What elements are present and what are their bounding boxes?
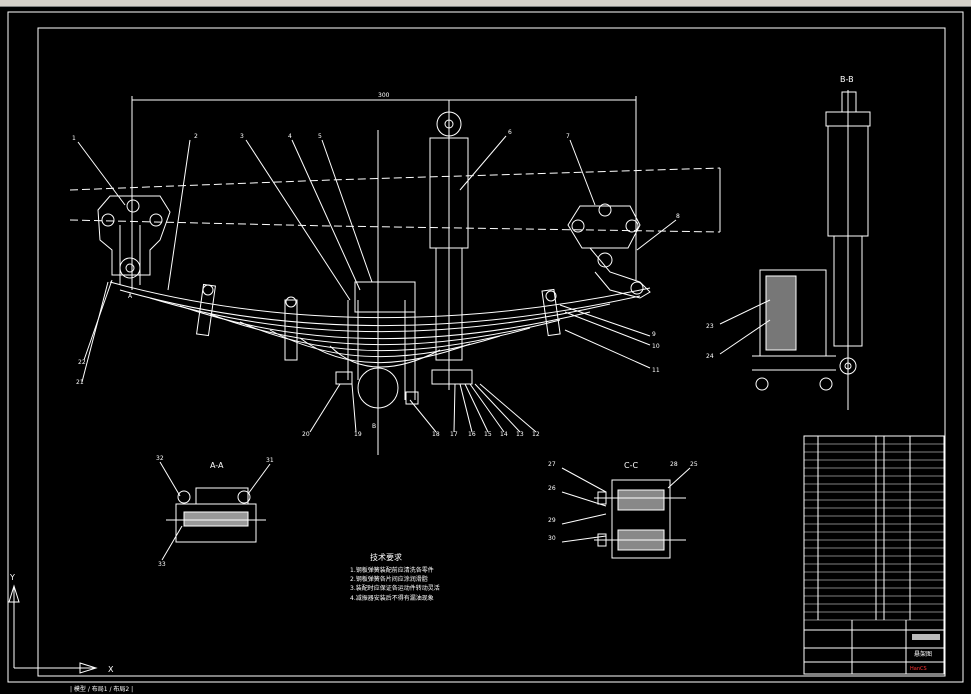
callout-17: 17 xyxy=(450,431,458,438)
callout-10: 10 xyxy=(652,343,660,350)
callout-19: 19 xyxy=(354,431,362,438)
callout-29: 29 xyxy=(548,517,556,524)
callout-16: 16 xyxy=(468,431,476,438)
tech-req-line-2: 2.钢板弹簧各片间应涂润滑脂 xyxy=(350,575,428,583)
callout-14: 14 xyxy=(500,431,508,438)
vehicle-frame-rail xyxy=(69,167,721,233)
callout-1: 1 xyxy=(72,135,76,142)
callout-3: 3 xyxy=(240,133,244,140)
spring-clips xyxy=(196,283,561,361)
callout-23: 23 xyxy=(706,323,714,330)
callout-32: 32 xyxy=(156,455,164,462)
leaf-spring-stack xyxy=(109,281,651,368)
toolbar-strip xyxy=(0,0,971,7)
parts-list-table xyxy=(803,435,945,675)
callout-12: 12 xyxy=(532,431,540,438)
overall-dimension: 300 xyxy=(131,92,637,290)
sheet-outer-frame xyxy=(7,11,964,683)
callout-24: 24 xyxy=(706,353,714,360)
title-block-company: HanCS xyxy=(910,666,927,672)
tech-req-line-3: 3.装配时应保证各运动件转动灵活 xyxy=(350,584,440,592)
svg-text:Y: Y xyxy=(9,573,15,582)
shock-absorber xyxy=(429,100,473,390)
callout-26: 26 xyxy=(548,485,556,492)
tech-req-line-4: 4.减振器安装后不得有漏油现象 xyxy=(350,594,434,602)
callout-6: 6 xyxy=(508,129,512,136)
svg-text:B-B: B-B xyxy=(840,75,854,84)
callout-7: 7 xyxy=(566,133,570,140)
tech-req-line-1: 1.钢板弹簧装配前应清洗各零件 xyxy=(350,566,434,574)
front-hanger-bracket xyxy=(97,195,171,285)
callout-2: 2 xyxy=(194,133,198,140)
callout-21: 21 xyxy=(76,379,84,386)
section-b-b-view: B-B xyxy=(719,75,871,410)
callout-28: 28 xyxy=(670,461,678,468)
view-marker-a: A xyxy=(128,293,133,300)
callout-22: 22 xyxy=(78,359,86,366)
tech-req-title: 技术要求 xyxy=(370,552,402,562)
callout-25: 25 xyxy=(690,461,698,468)
callout-30: 30 xyxy=(548,535,556,542)
callout-11: 11 xyxy=(652,367,660,374)
callout-numbers: 1 2 3 4 5 6 7 8 9 10 11 12 13 14 15 16 1… xyxy=(72,129,714,568)
svg-text:A-A: A-A xyxy=(210,461,224,470)
section-a-a-view: A-A xyxy=(159,461,271,561)
rear-hanger-bracket xyxy=(567,203,651,299)
sheet-inner-frame xyxy=(37,27,946,677)
callout-15: 15 xyxy=(484,431,492,438)
callout-33: 33 xyxy=(158,561,166,568)
callout-5: 5 xyxy=(318,133,322,140)
callout-31: 31 xyxy=(266,457,274,464)
callout-8: 8 xyxy=(676,213,680,220)
svg-text:X: X xyxy=(108,665,114,674)
ucs-icon: X Y xyxy=(8,573,114,674)
dimension-text: 300 xyxy=(378,92,390,99)
layout-tabs-text: | 模型 / 布局1 / 布局2 | xyxy=(70,686,134,693)
view-marker-b: B xyxy=(372,423,376,430)
section-c-c-view: C-C xyxy=(561,461,691,559)
svg-text:C-C: C-C xyxy=(624,461,638,470)
callout-9: 9 xyxy=(652,331,656,338)
callout-18: 18 xyxy=(432,431,440,438)
callout-20: 20 xyxy=(302,431,310,438)
callout-leaders xyxy=(77,135,677,433)
u-bolt-assembly xyxy=(335,130,419,455)
technical-requirements: 技术要求 1.钢板弹簧装配前应清洗各零件 2.钢板弹簧各片间应涂润滑脂 3.装配… xyxy=(350,552,440,602)
callout-13: 13 xyxy=(516,431,524,438)
callout-4: 4 xyxy=(288,133,292,140)
cad-drawing-canvas[interactable]: 300 xyxy=(0,6,971,686)
layout-tabs[interactable]: | 模型 / 布局1 / 布局2 | xyxy=(0,686,971,694)
title-block-name: 悬架图 xyxy=(914,650,932,658)
callout-27: 27 xyxy=(548,461,556,468)
